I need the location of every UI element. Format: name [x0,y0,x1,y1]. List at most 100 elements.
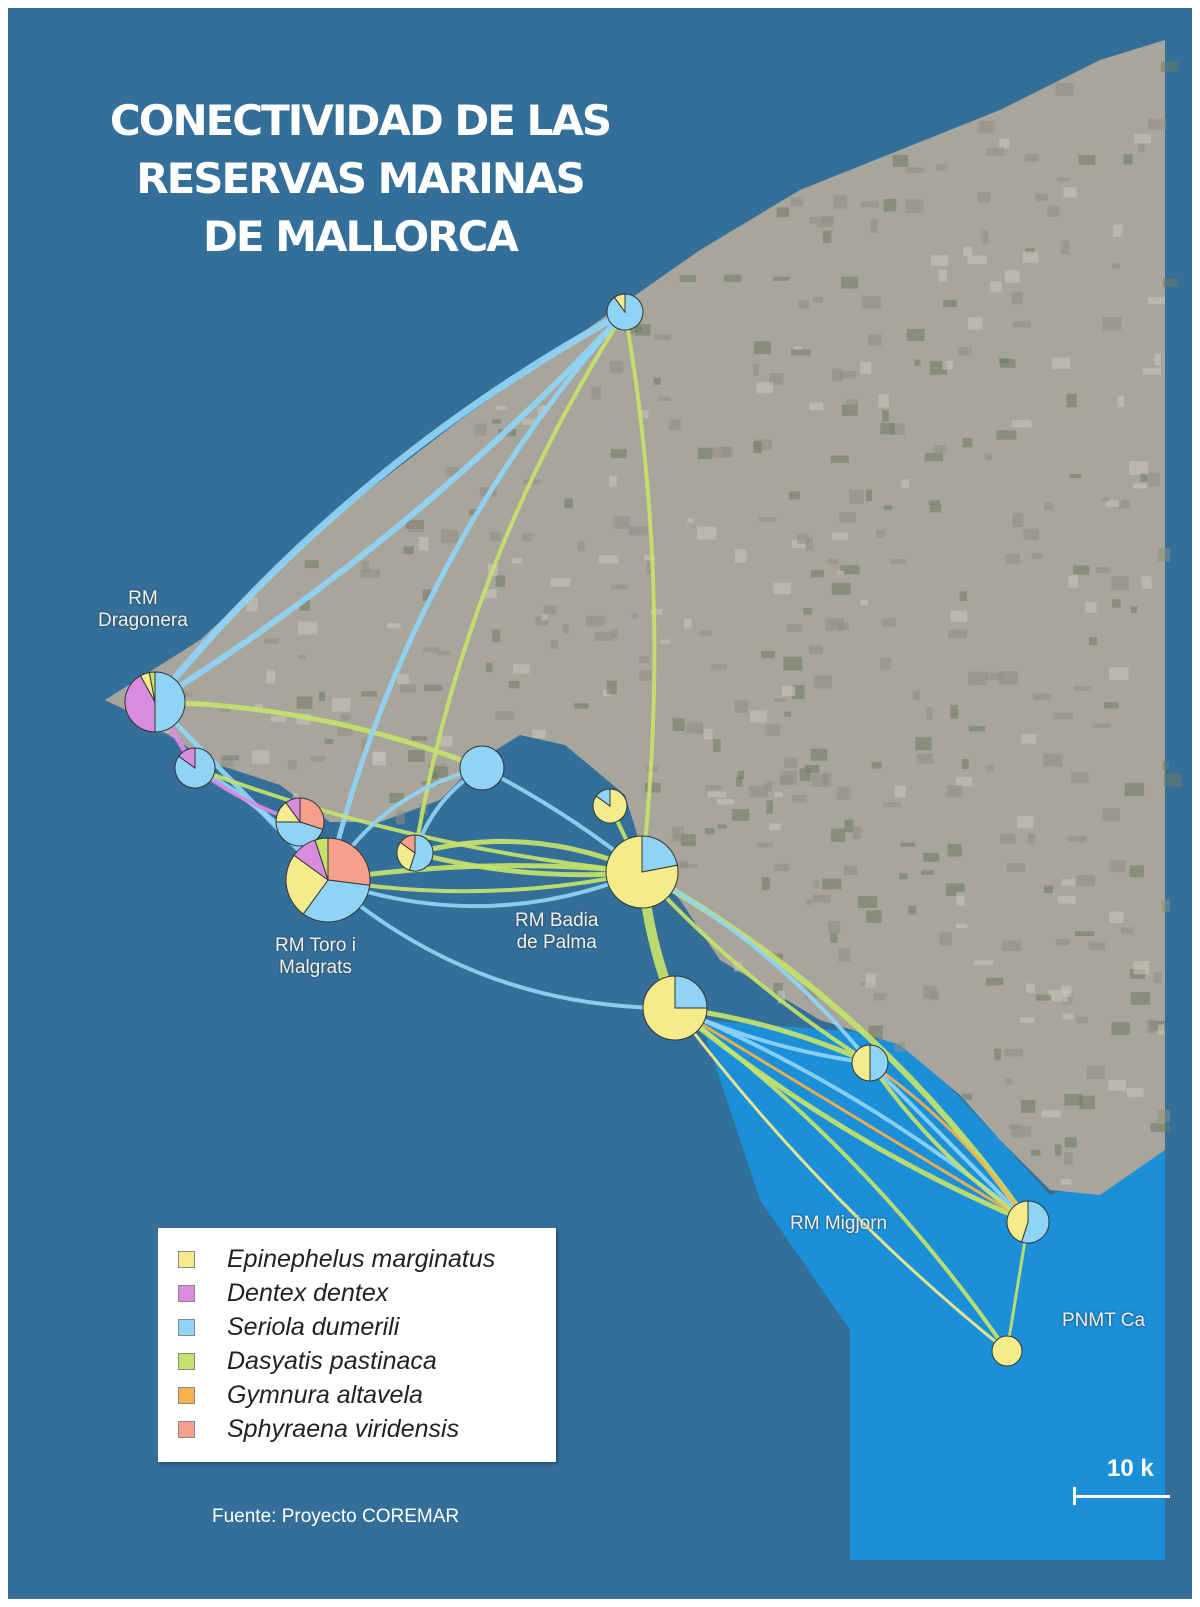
pie-node-n3 [174,747,216,789]
land-patch [870,219,878,233]
land-patch [1148,472,1160,487]
land-patch [679,275,696,283]
label-pnmt: PNMT Ca [1062,1310,1146,1331]
land-patch [773,276,790,281]
land-patch [916,753,934,764]
land-patch [1118,500,1131,509]
land-patch [750,710,767,723]
land-patch [928,500,941,505]
land-patch [469,509,478,516]
connection-line [413,310,627,854]
land-patch [831,532,848,540]
land-patch [781,685,796,697]
land-patch [994,1048,1001,1061]
land-patch [362,561,370,572]
land-patch [1111,1022,1130,1035]
land-patch [687,518,694,523]
land-patch [828,921,841,934]
legend-label: Gymnura altavela [227,1380,423,1409]
pie-slice [869,1044,889,1082]
land-patch [1061,985,1072,997]
connection-line [869,1061,1030,1223]
land-patch [1154,353,1161,366]
legend-label: Sphyraena viridensis [227,1414,460,1443]
land-patch [535,616,549,627]
land-patch [711,664,728,670]
land-patch [298,654,306,659]
connection-line [154,699,483,771]
land-patch [822,878,842,890]
land-patch [1012,321,1031,328]
land-patch [1146,1019,1156,1034]
land-patch [428,764,446,769]
land-patch [1051,357,1071,369]
land-patch [946,785,963,798]
label-line: Malgrats [279,957,352,978]
connection-line [673,1006,1009,1353]
land-patch [1078,155,1096,165]
land-patch [1068,575,1078,588]
pie-node-n11 [851,1044,889,1082]
land-patch [838,948,851,962]
land-patch [1111,576,1130,591]
land-patch [939,932,952,946]
label-migjorn: RM Migjorn [790,1213,888,1234]
land-patch [562,624,569,634]
land-patch [397,674,409,685]
land-patch [830,455,849,463]
land-patch [926,706,933,720]
legend-swatch [178,1250,195,1268]
land-patch [861,295,881,309]
land-patch [712,446,730,458]
land-patch [1130,991,1151,1005]
connection-line [623,311,657,873]
land-patch [1054,1144,1062,1156]
land-patch [626,326,643,333]
land-patch [532,729,546,739]
land-patch [1157,1024,1165,1035]
land-patch [1064,1137,1077,1148]
land-patch [492,629,501,643]
land-patch [868,334,882,346]
land-patch [629,526,648,536]
land-patch [860,201,879,208]
land-patch [1079,1095,1096,1110]
land-patch [432,766,449,778]
land-patch [653,377,661,385]
land-patch [1030,1149,1041,1156]
pie-node-drag [124,671,186,733]
land-patch [1012,420,1032,428]
land-patch [920,870,934,875]
land-patch [1017,815,1034,829]
land-patch [522,533,533,542]
land-patch [1064,1093,1083,1106]
land-patch [703,728,713,740]
land-patch [894,1042,906,1052]
land-patch [812,894,831,903]
land-patch [337,724,353,736]
land-patch [773,863,790,872]
land-patch [942,361,953,370]
label-palma: RM Badia de Palma [515,910,598,954]
land-patch [823,230,832,243]
land-patch [753,363,760,376]
connection-line [325,310,627,881]
land-patch [1036,994,1052,1001]
land-patch [508,681,520,689]
land-patch [246,597,258,612]
land-patch [668,419,681,431]
land-patch [1108,1079,1126,1091]
land-patch [699,630,712,637]
land-patch [737,770,745,779]
land-patch [1140,473,1148,482]
scale-tick [1073,1487,1076,1505]
land-patch [403,546,414,555]
land-patch [789,491,801,500]
label-dragonera: RM Dragonera [98,588,188,632]
land-patch [445,466,460,477]
pie-slice [124,675,156,733]
pie-node-n8 [592,788,628,824]
land-patch [1163,773,1182,787]
land-patch [680,863,698,869]
legend-item: Seriola dumerili [158,1310,556,1344]
